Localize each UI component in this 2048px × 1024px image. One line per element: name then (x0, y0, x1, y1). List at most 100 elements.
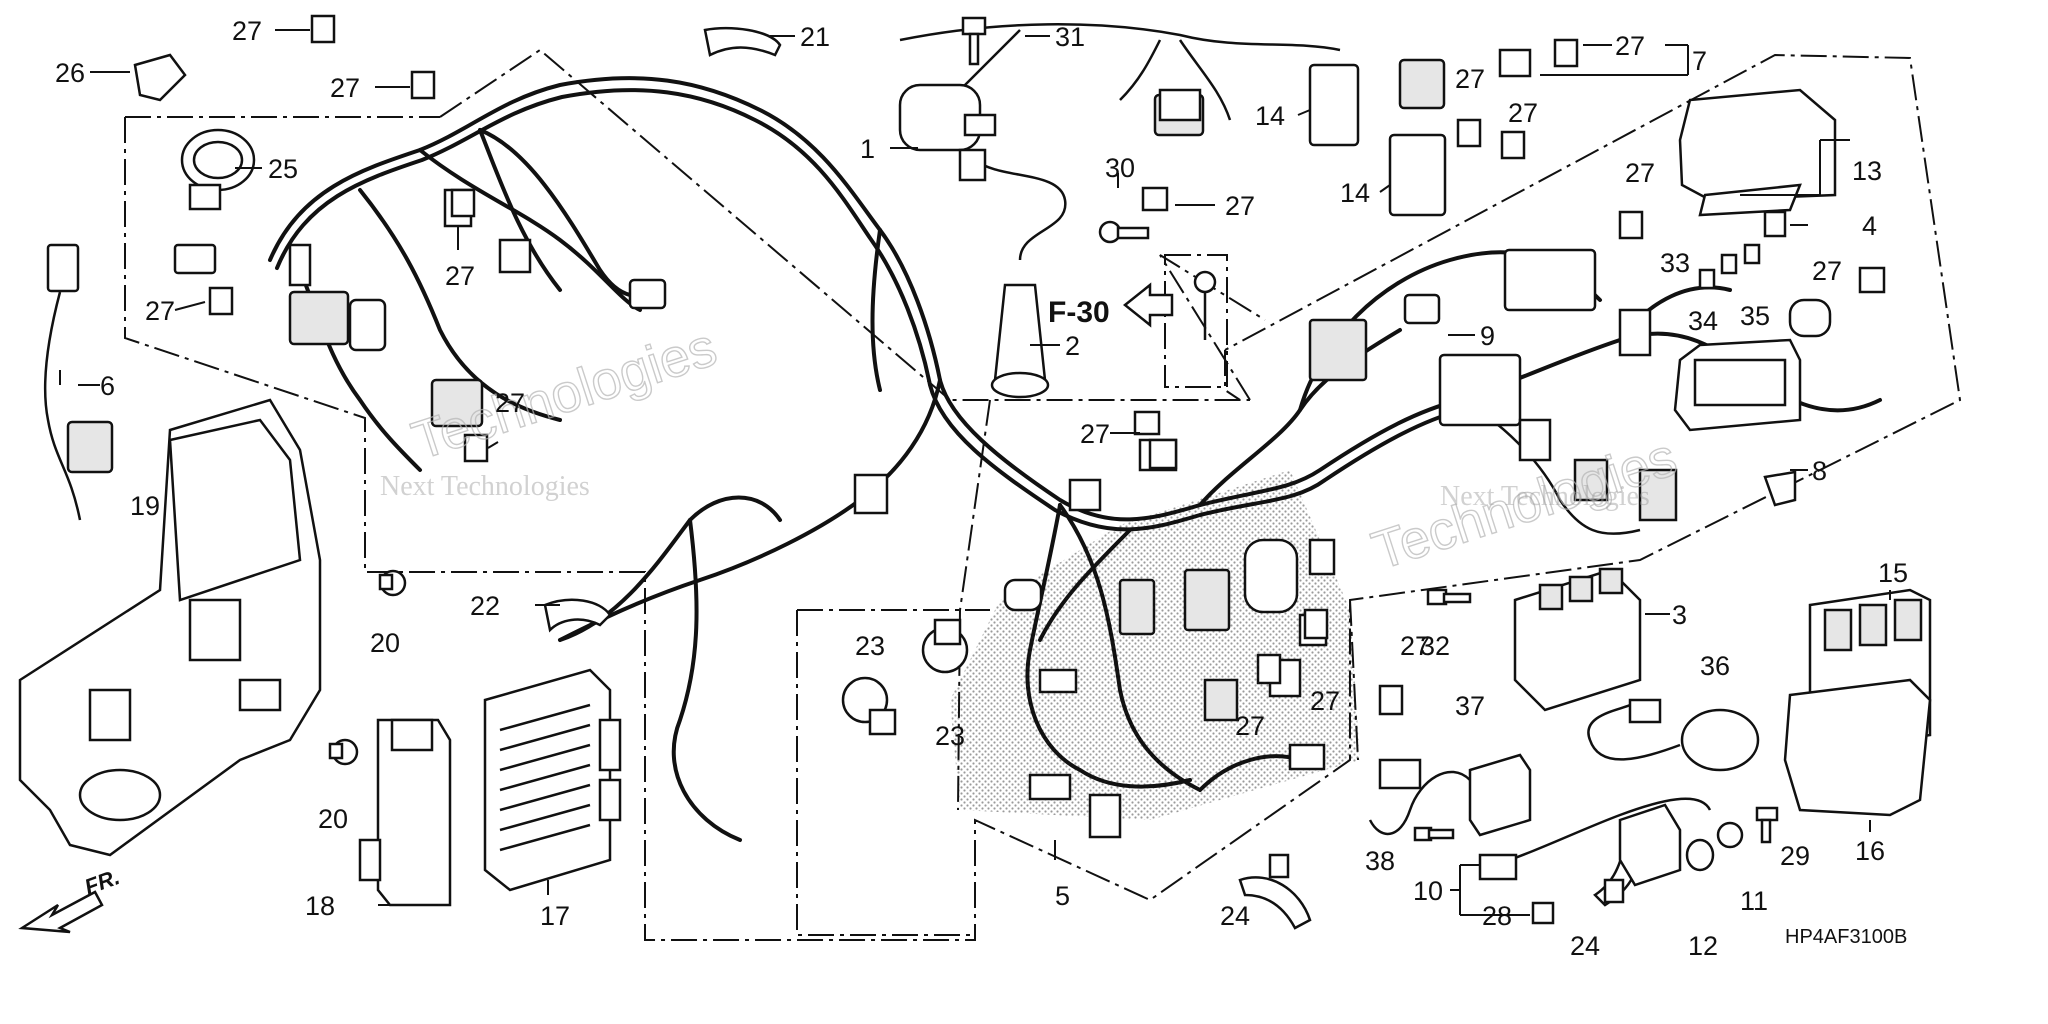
callout-27: 27 (330, 73, 360, 103)
callout-21: 21 (800, 22, 830, 52)
callout-12: 12 (1688, 931, 1718, 961)
callout-14: 14 (1340, 178, 1370, 208)
grommet-20-upper (378, 569, 407, 597)
plug-9 (1403, 293, 1441, 325)
callouts: 27 26 27 21 31 1 25 27 27 6 27 19 20 22 … (55, 16, 1908, 961)
callout-32: 32 (1420, 631, 1450, 661)
bolt-31 (961, 16, 987, 66)
callout-16: 16 (1855, 836, 1885, 866)
diagram-code: HP4AF3100B (1785, 926, 1907, 948)
clamp-23-left (841, 676, 897, 736)
callout-5: 5 (1055, 881, 1070, 911)
callout-27: 27 (1615, 31, 1645, 61)
callout-36: 36 (1700, 651, 1730, 681)
spark-plug-cap (990, 283, 1050, 399)
callout-23: 23 (855, 631, 885, 661)
callout-33: 33 (1660, 248, 1690, 278)
callout-27: 27 (1225, 191, 1255, 221)
callout-3: 3 (1672, 600, 1687, 630)
callout-37: 37 (1455, 691, 1485, 721)
bracket-18 (358, 718, 452, 907)
sub-harness-6 (43, 243, 114, 521)
callout-27: 27 (1812, 256, 1842, 286)
module-37 (1368, 753, 1532, 837)
svg-text:Next Technologies: Next Technologies (380, 471, 590, 502)
callout-27: 27 (1625, 158, 1655, 188)
callout-38: 38 (1365, 846, 1395, 876)
callout-34: 34 (1688, 306, 1718, 336)
clips-27 (208, 14, 1886, 716)
clamp-25 (180, 128, 256, 211)
fuse-box-cover (1678, 88, 1837, 217)
grommet-20-lower (328, 738, 359, 766)
fuses-33-34-35 (1698, 243, 1761, 290)
callout-27: 27 (1400, 631, 1430, 661)
callout-29: 29 (1780, 841, 1810, 871)
relay-4 (1763, 210, 1787, 238)
callout-30: 30 (1105, 153, 1135, 183)
callout-27: 27 (1080, 419, 1110, 449)
callout-27: 27 (1455, 64, 1485, 94)
callout-25: 25 (268, 154, 298, 184)
callout-24: 24 (1220, 901, 1250, 931)
callout-7: 7 (1692, 46, 1707, 76)
front-label: FR. (81, 864, 123, 900)
bolt-29 (1755, 806, 1779, 844)
band-21 (703, 26, 782, 57)
cover-panel (18, 398, 322, 857)
bolt-38 (1413, 826, 1455, 842)
callout-27: 27 (232, 16, 262, 46)
callout-27: 27 (1235, 711, 1265, 741)
relay-14-upper (1308, 63, 1360, 147)
callout-4: 4 (1862, 211, 1877, 241)
bolt-32 (1426, 588, 1472, 606)
fuse-box (1673, 338, 1802, 432)
ecu-bracket (1783, 678, 1932, 817)
callout-26: 26 (55, 58, 85, 88)
relay-14-lower (1388, 133, 1447, 217)
sensor-36 (1587, 698, 1760, 772)
bracket-8 (1763, 470, 1797, 507)
band-24-left (1238, 853, 1312, 930)
callout-10: 10 (1413, 876, 1443, 906)
ignition-coil (898, 83, 1067, 261)
callout-17: 17 (540, 901, 570, 931)
nut-12 (1685, 838, 1715, 872)
band-22 (543, 598, 612, 633)
leader-lines (59, 29, 1891, 916)
callout-27: 27 (495, 388, 525, 418)
regulator-rectifier (1513, 567, 1642, 712)
callout-2: 2 (1065, 331, 1080, 361)
callout-1: 1 (860, 134, 875, 164)
callout-15: 15 (1878, 558, 1908, 588)
callout-31: 31 (1055, 22, 1085, 52)
group-outlines (124, 48, 1962, 941)
callout-28: 28 (1482, 901, 1512, 931)
callout-35: 35 (1740, 301, 1770, 331)
callout-22: 22 (470, 591, 500, 621)
callout-9: 9 (1480, 321, 1495, 351)
clamp-23-right (921, 618, 969, 674)
callout-27: 27 (145, 296, 175, 326)
ground-bolt (1098, 220, 1217, 340)
callout-14: 14 (1255, 101, 1285, 131)
callout-20: 20 (370, 628, 400, 658)
front-arrow (18, 890, 104, 934)
harness-connectors (173, 48, 1832, 839)
washer-11 (1716, 821, 1744, 849)
reference-arrow (1122, 282, 1174, 328)
callout-6: 6 (100, 371, 115, 401)
callout-27: 27 (1508, 98, 1538, 128)
callout-19: 19 (130, 491, 160, 521)
clamp-26 (133, 53, 187, 102)
callout-24: 24 (1570, 931, 1600, 961)
callout-27: 27 (1310, 686, 1340, 716)
callout-11: 11 (1740, 886, 1768, 916)
clip-28 (1531, 901, 1555, 925)
sensor-10 (1478, 797, 1712, 887)
callout-27: 27 (445, 261, 475, 291)
callout-13: 13 (1852, 156, 1882, 186)
callout-23: 23 (935, 721, 965, 751)
callout-18: 18 (305, 891, 335, 921)
